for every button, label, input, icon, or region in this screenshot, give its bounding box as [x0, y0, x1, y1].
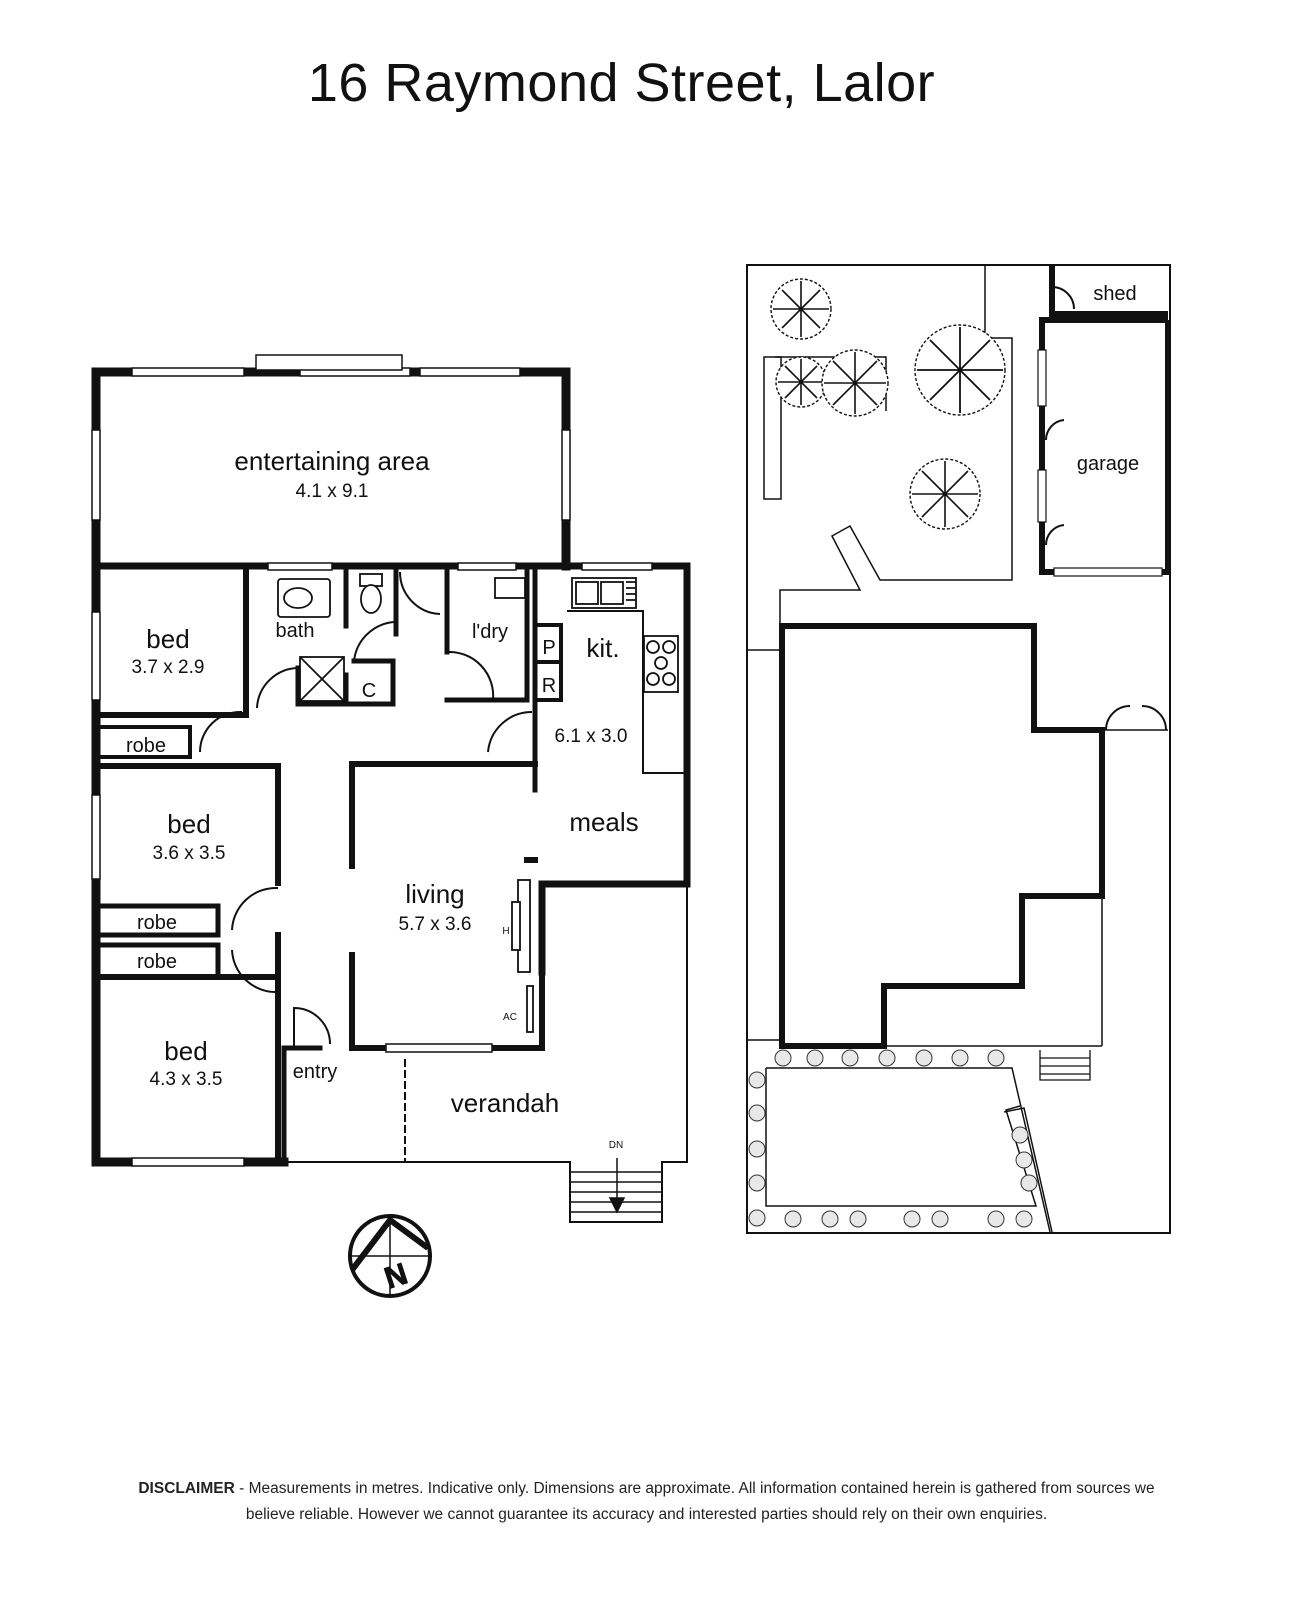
- disclaimer-text: - Measurements in metres. Indicative onl…: [234, 1480, 1155, 1523]
- room-label-robe3: robe: [137, 951, 177, 973]
- room-label-laundry: l'dry: [472, 621, 508, 643]
- tree-icon: [821, 349, 889, 417]
- verandah-steps: [570, 1158, 662, 1214]
- room-dims-entertaining: 4.1 x 9.1: [296, 481, 369, 502]
- north-compass-icon: N: [348, 1214, 432, 1298]
- floor-plan-walls: [91, 367, 691, 1223]
- room-label-kitchen: kit.: [586, 633, 619, 663]
- label-down: DN: [609, 1140, 623, 1151]
- disclaimer-heading: DISCLAIMER: [138, 1480, 235, 1497]
- fixture-fridge: R: [542, 675, 556, 697]
- doors: [198, 571, 533, 1048]
- shed-outline: [1049, 266, 1168, 317]
- fixture-pantry: P: [542, 637, 555, 659]
- shrubs: [748, 1049, 1038, 1228]
- site-label-shed: shed: [1093, 283, 1136, 305]
- trees: [770, 278, 1006, 530]
- tree-icon: [914, 324, 1006, 416]
- room-label-entertaining: entertaining area: [234, 446, 430, 476]
- room-label-living: living: [405, 879, 464, 909]
- room-dims-bed3: 4.3 x 3.5: [150, 1069, 223, 1090]
- room-label-robe1: robe: [126, 735, 166, 757]
- room-dims-living: 5.7 x 3.6: [399, 914, 472, 935]
- room-label-bath: bath: [276, 620, 315, 642]
- site-plan: shed garage: [746, 264, 1171, 1234]
- fixture-heater: H: [502, 926, 509, 937]
- room-label-entry: entry: [293, 1061, 337, 1083]
- fixture-aircon: AC: [503, 1012, 517, 1023]
- room-label-bed1: bed: [146, 624, 189, 654]
- kitchen-fixtures: [571, 577, 679, 693]
- heater-and-aircon: [511, 879, 534, 1033]
- room-label-verandah: verandah: [451, 1088, 559, 1118]
- garage-outline: [1039, 317, 1171, 575]
- site-label-garage: garage: [1077, 453, 1139, 475]
- tree-icon: [770, 278, 832, 340]
- room-dims-bed2: 3.6 x 3.5: [153, 843, 226, 864]
- house-footprint: [779, 623, 1105, 1049]
- property-title: 16 Raymond Street, Lalor: [307, 53, 936, 113]
- fixture-cupboard: C: [362, 680, 376, 702]
- floor-plan: entertaining area 4.1 x 9.1 bed 3.7 x 2.…: [91, 264, 1171, 1298]
- bath-fixtures: [277, 573, 526, 702]
- room-label-robe2: robe: [137, 912, 177, 934]
- room-dims-kitchen: 6.1 x 3.0: [555, 726, 628, 747]
- room-label-meals: meals: [569, 807, 638, 837]
- tree-icon: [909, 458, 981, 530]
- room-labels: entertaining area 4.1 x 9.1 bed 3.7 x 2.…: [126, 446, 639, 1151]
- tree-icon: [775, 356, 827, 408]
- room-label-bed2: bed: [167, 809, 210, 839]
- disclaimer: DISCLAIMER - Measurements in metres. Ind…: [120, 1476, 1173, 1528]
- room-dims-bed1: 3.7 x 2.9: [132, 657, 205, 678]
- room-label-bed3: bed: [164, 1036, 207, 1066]
- compass-north-label: N: [381, 1257, 412, 1295]
- windows: [91, 354, 653, 1167]
